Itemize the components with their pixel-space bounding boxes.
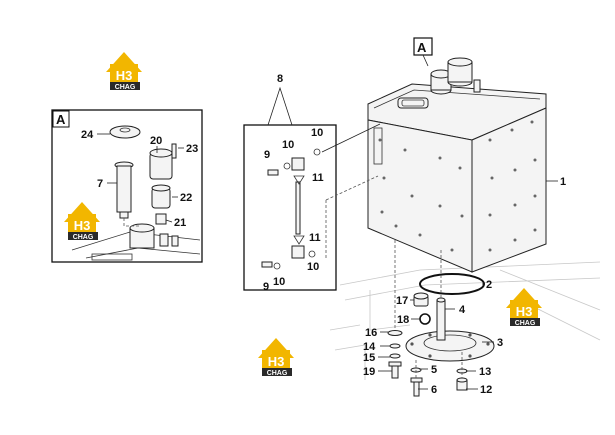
callout-2: 2 xyxy=(486,279,492,291)
callout-3: 3 xyxy=(497,337,503,349)
callout-18: 18 xyxy=(397,314,409,326)
logo-word: CHAG xyxy=(115,84,136,91)
callout-10-a: 10 xyxy=(282,139,294,151)
oring-18 xyxy=(419,313,431,325)
hydraulic-tank xyxy=(367,57,547,273)
callout-10-d: 10 xyxy=(307,261,319,273)
callout-11-lower: 11 xyxy=(309,232,321,244)
brand-logo-right: H3 CHAG xyxy=(506,288,542,327)
detail-a-label: A xyxy=(56,112,66,127)
callout-5: 5 xyxy=(431,364,437,376)
logo-word: CHAG xyxy=(267,370,288,377)
callout-7: 7 xyxy=(97,178,103,190)
logo-letters: H3 xyxy=(516,304,533,319)
callout-6: 6 xyxy=(431,384,437,396)
callout-13: 13 xyxy=(479,366,491,378)
callout-leaders xyxy=(97,133,558,390)
logo-letters: H3 xyxy=(116,68,133,83)
logo-word: CHAG xyxy=(73,234,94,241)
view-a-label: A xyxy=(417,40,427,55)
fastener-stack-right xyxy=(410,367,423,397)
alignment-lines xyxy=(394,240,463,378)
callout-24: 24 xyxy=(81,129,94,141)
callout-19: 19 xyxy=(363,366,375,378)
callout-23: 23 xyxy=(186,143,198,155)
callout-21: 21 xyxy=(174,217,186,229)
callout-15: 15 xyxy=(363,352,375,364)
callout-11-upper: 11 xyxy=(312,172,324,184)
callout-9-upper: 9 xyxy=(264,149,270,161)
logo-letters: H3 xyxy=(268,354,285,369)
detail-view-a xyxy=(51,109,203,263)
detail-box-sight-gauge xyxy=(243,86,381,291)
strainer-tube xyxy=(436,297,446,341)
callout-16: 16 xyxy=(365,327,377,339)
callout-9-lower: 9 xyxy=(263,281,269,293)
callout-20: 20 xyxy=(150,135,162,147)
callout-22: 22 xyxy=(180,192,192,204)
callout-10-c: 10 xyxy=(273,276,285,288)
suction-flange xyxy=(405,330,495,362)
callout-10-b: 10 xyxy=(311,127,323,139)
callout-12: 12 xyxy=(480,384,492,396)
callout-14: 14 xyxy=(363,341,376,353)
callout-17: 17 xyxy=(396,295,408,307)
brand-logo-top: H3 CHAG xyxy=(106,52,142,91)
brand-logo-center: H3 CHAG xyxy=(258,338,294,377)
logo-word: CHAG xyxy=(515,320,536,327)
callout-8: 8 xyxy=(277,73,283,85)
callout-labels: 1 2 3 4 5 6 7 8 9 9 10 10 10 10 11 11 12… xyxy=(81,73,566,396)
fitting-17 xyxy=(413,292,429,307)
brand-logo-inset: H3 CHAG xyxy=(64,202,100,241)
fastener-stack-left xyxy=(387,330,403,379)
callout-4: 4 xyxy=(459,304,466,316)
callout-1: 1 xyxy=(560,176,566,188)
view-a-marker xyxy=(413,37,433,67)
logo-letters: H3 xyxy=(74,218,91,233)
